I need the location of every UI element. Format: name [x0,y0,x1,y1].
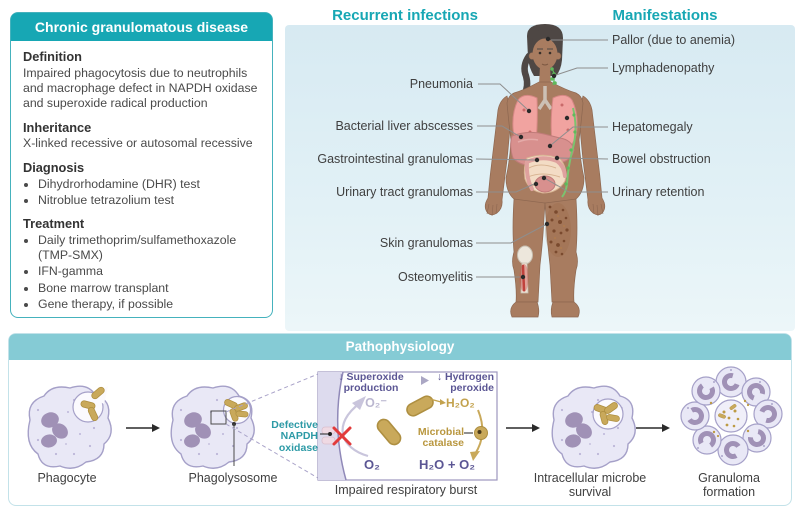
pathophysiology-panel: Pathophysiology [8,333,792,506]
h2o2-text: H₂O₂ [446,396,475,410]
disease-title: Chronic granulomatous disease [11,13,272,41]
disease-info-body: Definition Impaired phagocytosis due to … [11,41,272,319]
o2-text: O₂ [364,457,380,472]
treatment-item: Bone marrow transplant [38,281,260,296]
h2o-plus-o2-text: H₂O + O₂ [419,457,475,472]
hydrogen-peroxide-text: ↓ Hydrogen peroxide [436,371,494,395]
label-pneumonia: Pneumonia [409,77,473,91]
treatment-item: Daily trimethoprim/sulfamethoxazole (TMP… [38,233,260,263]
label-lymphadenopathy: Lymphadenopathy [612,61,715,75]
label-skin-granulomas: Skin granulomas [379,236,473,250]
recurrent-infections-title: Recurrent infections [332,7,478,24]
diagnosis-item: Nitroblue tetrazolium test [38,193,260,208]
body-diagram-panel [285,25,795,331]
defective-napdh-text: Defective NAPDH oxidase [271,419,318,454]
superoxide-ion-text: O₂⁻ [365,396,387,410]
diagnosis-item: Dihydrorhodamine (DHR) test [38,177,260,192]
label-urinary-retention: Urinary retention [612,185,705,199]
diagnosis-list: Dihydrorhodamine (DHR) test Nitroblue te… [38,177,260,208]
inheritance-heading: Inheritance [23,119,92,135]
treatment-list: Daily trimethoprim/sulfamethoxazole (TMP… [38,233,260,312]
treatment-item: IFN-gamma [38,264,260,279]
phagolysosome-label: Phagolysosome [188,471,278,485]
label-liver-abscesses: Bacterial liver abscesses [335,119,473,133]
label-pallor: Pallor (due to anemia) [612,33,735,47]
inset-caption: Impaired respiratory burst [334,483,478,497]
manifestations-title: Manifestations [612,7,718,24]
superoxide-production-text: ↓ Superoxide production [338,371,404,395]
label-gi-granulomas: Gastrointestinal granulomas [317,152,473,166]
label-hepatomegaly: Hepatomegaly [612,120,693,134]
diagnosis-heading: Diagnosis [23,159,85,175]
label-urinary-granulomas: Urinary tract granulomas [336,185,473,199]
label-bowel-obstruction: Bowel obstruction [612,152,711,166]
microbial-catalase-text: Microbial catalase [417,426,464,450]
treatment-heading: Treatment [23,215,85,231]
granuloma-label: Granuloma formation [698,471,760,499]
label-osteomyelitis: Osteomyelitis [397,270,473,284]
microbe-survival-label: Intracellular microbe survival [533,471,647,499]
phagocyte-label: Phagocyte [37,471,97,485]
disease-info-panel: Chronic granulomatous disease Definition… [10,12,273,318]
pathophysiology-title: Pathophysiology [9,334,791,360]
definition-text: Impaired phagocytosis due to neutrophils… [23,65,258,111]
definition-heading: Definition [23,49,82,64]
inheritance-text: X-linked recessive or autosomal recessiv… [23,136,253,151]
treatment-item: Gene therapy, if possible [38,297,260,312]
